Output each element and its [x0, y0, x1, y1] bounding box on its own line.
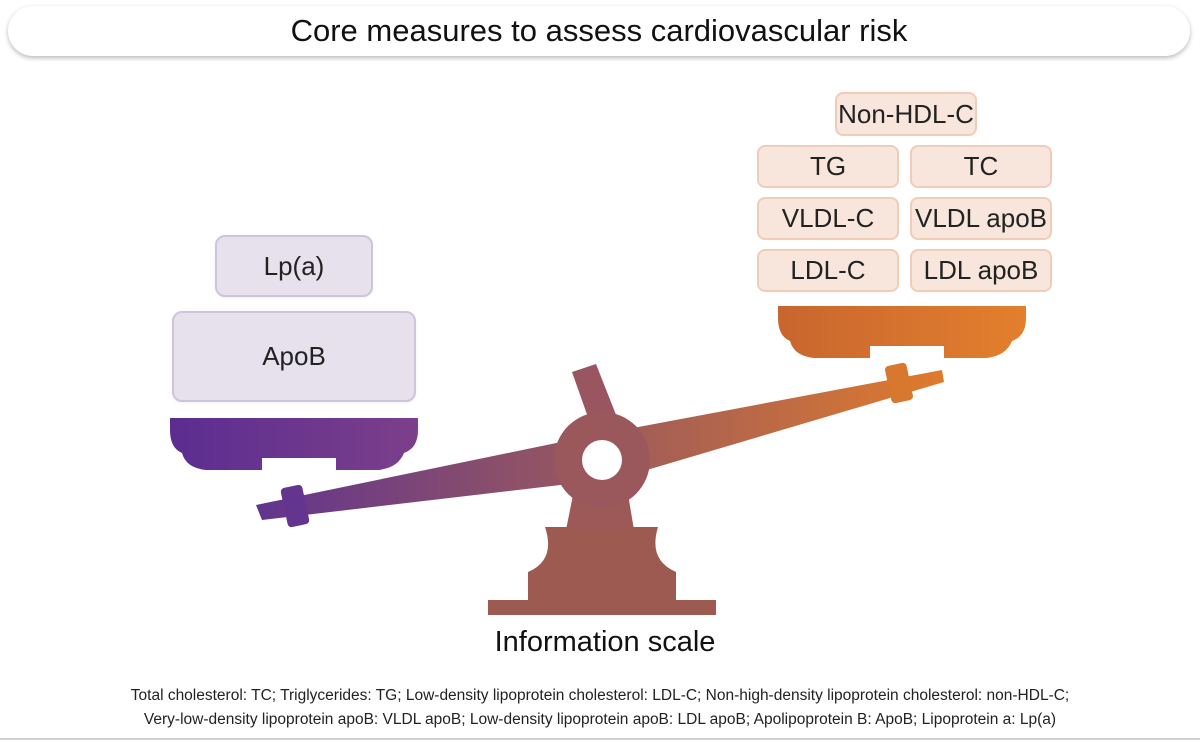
- apob-label: ApoB: [262, 341, 326, 371]
- bottom-divider: [0, 738, 1200, 740]
- scale-caption-text: Information scale: [494, 625, 716, 658]
- abbreviations-footnote: Total cholesterol: TC; Triglycerides: TG…: [20, 684, 1180, 732]
- page-title: Core measures to assess cardiovascular r…: [290, 13, 908, 48]
- vldl-apob-label: VLDL apoB: [914, 203, 1048, 233]
- vldl-c-box: VLDL-C: [757, 197, 899, 240]
- ldl-apob-box: LDL apoB: [910, 249, 1052, 292]
- lpa-label: Lp(a): [263, 250, 325, 281]
- tc-box: TC: [910, 145, 1052, 188]
- vldl-apob-box: VLDL apoB: [910, 197, 1052, 240]
- vldl-c-label: VLDL-C: [781, 203, 875, 233]
- left-pan: [170, 418, 418, 470]
- lpa-box: Lp(a): [215, 235, 373, 297]
- ldl-c-box: LDL-C: [757, 249, 899, 292]
- scale-caption: Information scale: [400, 620, 810, 664]
- non-hdl-c-box: Non-HDL-C: [835, 92, 977, 136]
- scale-beam: [256, 436, 620, 520]
- footnote-line-2: Very-low-density lipoprotein apoB: VLDL …: [143, 711, 1057, 728]
- ldl-apob-label: LDL apoB: [923, 255, 1039, 285]
- left-beam-cap: [280, 484, 310, 528]
- scale-base: [488, 527, 716, 615]
- tc-label: TC: [963, 151, 999, 181]
- right-beam-cap: [885, 362, 913, 404]
- footnote-line-1: Total cholesterol: TC; Triglycerides: TG…: [130, 687, 1070, 704]
- right-pan: [778, 306, 1026, 358]
- scale-beam-right: [590, 370, 944, 478]
- tg-box: TG: [757, 145, 899, 188]
- apob-box: ApoB: [172, 311, 416, 402]
- ldl-c-label: LDL-C: [790, 255, 866, 285]
- title-banner: Core measures to assess cardiovascular r…: [8, 6, 1190, 56]
- pivot-hole: [582, 440, 622, 480]
- tg-label: TG: [809, 151, 847, 181]
- non-hdl-c-label: Non-HDL-C: [838, 98, 974, 129]
